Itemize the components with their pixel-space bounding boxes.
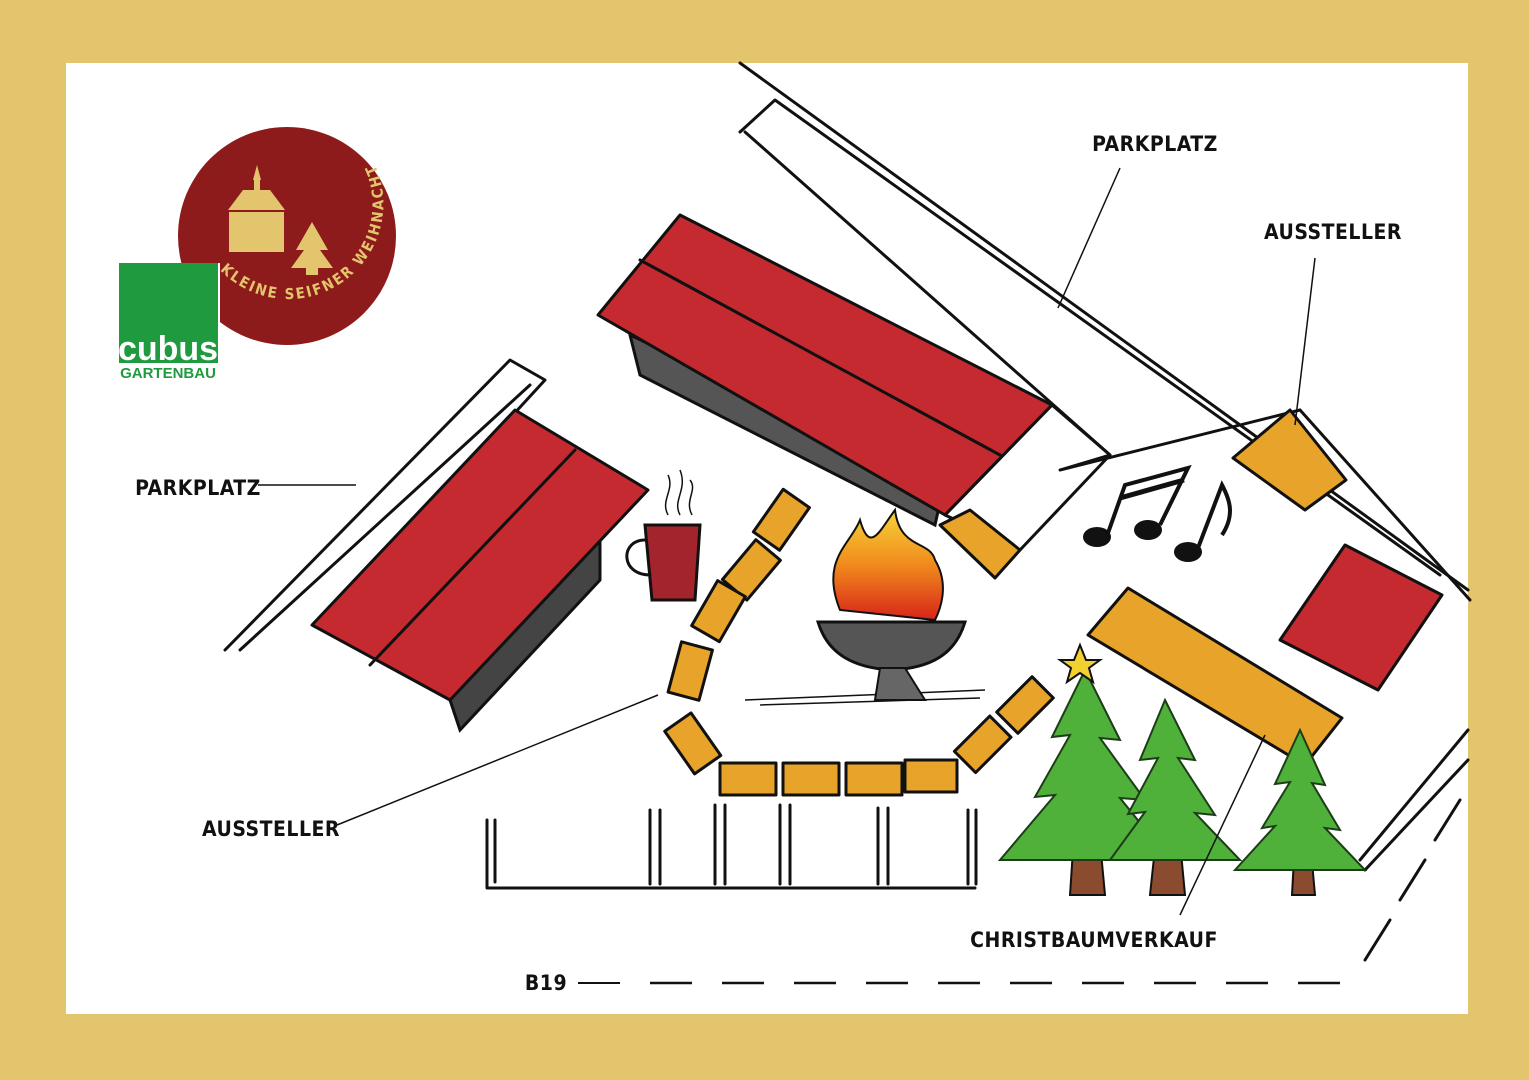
red-stall [1278, 543, 1444, 692]
parking-outlines [223, 61, 1472, 872]
tree-icon [291, 222, 333, 275]
label-tree-sale: CHRISTBAUMVERKAUF [970, 928, 1218, 952]
event-logo-badge: KLEINE SEIFNER WEIHNACHT [178, 127, 396, 345]
fire-pit-icon [815, 507, 968, 701]
building-left-hall [310, 408, 650, 733]
label-road: B19 [525, 971, 567, 995]
bottom-stands [485, 689, 986, 890]
exhibitor-booths [663, 408, 1348, 797]
label-exhibitors-right: AUSSTELLER [1264, 220, 1402, 244]
music-notes-icon [1083, 464, 1232, 562]
road-b19 [578, 798, 1462, 985]
label-parking-left: PARKPLATZ [135, 476, 261, 500]
label-exhibitors-bottom: AUSSTELLER [202, 817, 340, 841]
label-parking-top: PARKPLATZ [1092, 132, 1218, 156]
label-leader-lines [258, 167, 1316, 916]
sponsor-logo-cubus: cubus GARTENBAU [118, 263, 220, 382]
christmas-trees-icon [997, 642, 1368, 896]
chapel-icon [228, 165, 285, 252]
sponsor-subtitle: GARTENBAU [120, 365, 216, 382]
sponsor-name: cubus [118, 330, 218, 368]
hot-drink-mug-icon [625, 469, 702, 602]
